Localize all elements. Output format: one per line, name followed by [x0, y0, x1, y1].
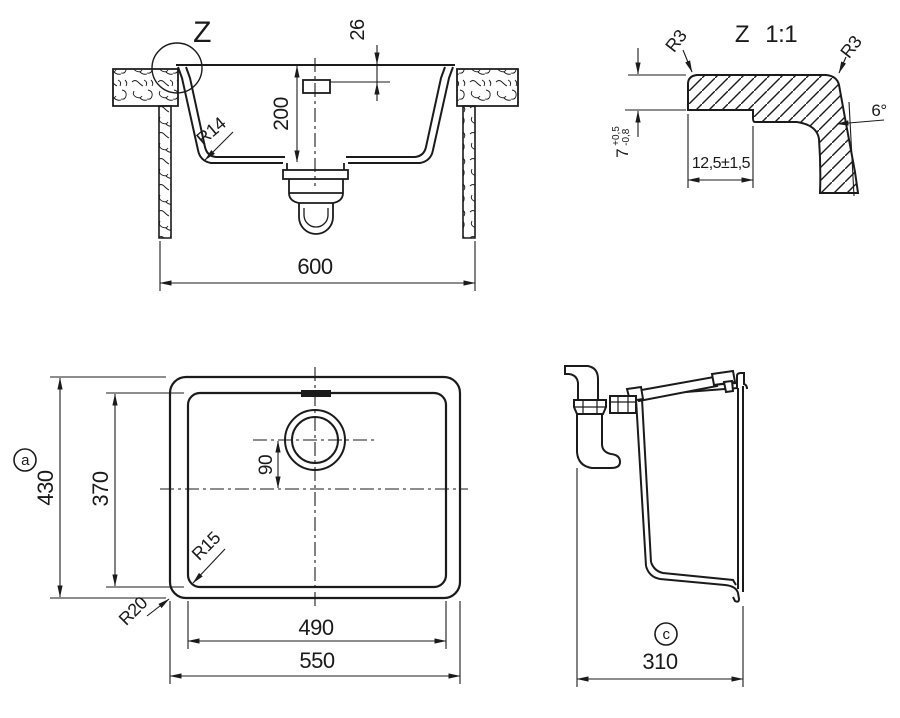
- view-marker-c: c: [662, 625, 671, 643]
- view-front-section: [112, 42, 519, 291]
- dim-370: [106, 392, 184, 588]
- centerlines: [160, 367, 468, 608]
- sink-side-profile: [633, 372, 748, 603]
- dim-310: [576, 468, 744, 687]
- view-marker-a: a: [21, 451, 29, 469]
- dim-490: [187, 601, 447, 649]
- view-top: [13, 367, 468, 684]
- dim-6deg-label: 6°: [871, 100, 887, 120]
- detail-marker-label: Z: [193, 16, 211, 49]
- detail-title: Z 1:1: [734, 21, 798, 48]
- dim-12-5: [687, 114, 754, 188]
- sink-inner-rect: [186, 391, 448, 589]
- section-mark-bar: [301, 390, 331, 397]
- dim-370-label: 370: [88, 471, 113, 507]
- dim-7-tolerances: +0,5 -0,8: [611, 126, 632, 146]
- leader-r14: [204, 131, 234, 161]
- dim-90-label: 90: [255, 454, 277, 476]
- dim-550-label: 550: [299, 648, 335, 673]
- dim-200-label: 200: [269, 97, 293, 131]
- leader-r15: [192, 548, 226, 584]
- dim-430-label: 430: [33, 470, 58, 506]
- waste-nut-right: [609, 395, 637, 414]
- dim-7-thickness: [625, 48, 686, 137]
- dim-310-label: 310: [642, 649, 678, 674]
- marker-c-circle: [654, 622, 678, 646]
- dim-430: [50, 376, 166, 599]
- dim-550: [169, 601, 461, 684]
- angle-6-deg: [836, 101, 885, 197]
- dim-12-5-label: 12,5±1,5: [691, 155, 751, 172]
- overflow-fitting-right-lower: [722, 379, 735, 394]
- waste-elbow: [564, 365, 599, 401]
- dim-26: [330, 45, 390, 101]
- leader-r3-right: [838, 56, 847, 74]
- leader-r3-left: [682, 49, 693, 73]
- overflow-hole-section: [302, 79, 331, 94]
- dim-7-tol-minus: -0,8: [621, 128, 632, 146]
- dim-600: [159, 241, 476, 291]
- marker-a-circle: [13, 448, 37, 472]
- trap-body: [576, 413, 622, 469]
- detail-circle-z: [151, 42, 203, 94]
- countertop-section: [112, 68, 519, 239]
- rim-profile-hatched: [687, 74, 860, 194]
- dim-26-label: 26: [347, 19, 369, 41]
- dim-7-value: 7: [612, 148, 632, 158]
- view-detail-z: [625, 48, 885, 197]
- view-side: [564, 365, 748, 687]
- dim-490-label: 490: [298, 615, 334, 640]
- leader-r20: [146, 598, 170, 617]
- dim-7-label: 7 +0,5 -0,8: [610, 117, 634, 167]
- overflow-pipe: [634, 375, 719, 403]
- drain-plumbing: [564, 365, 737, 469]
- dim-600-label: 600: [297, 254, 333, 279]
- drain-trap-section: [282, 163, 349, 235]
